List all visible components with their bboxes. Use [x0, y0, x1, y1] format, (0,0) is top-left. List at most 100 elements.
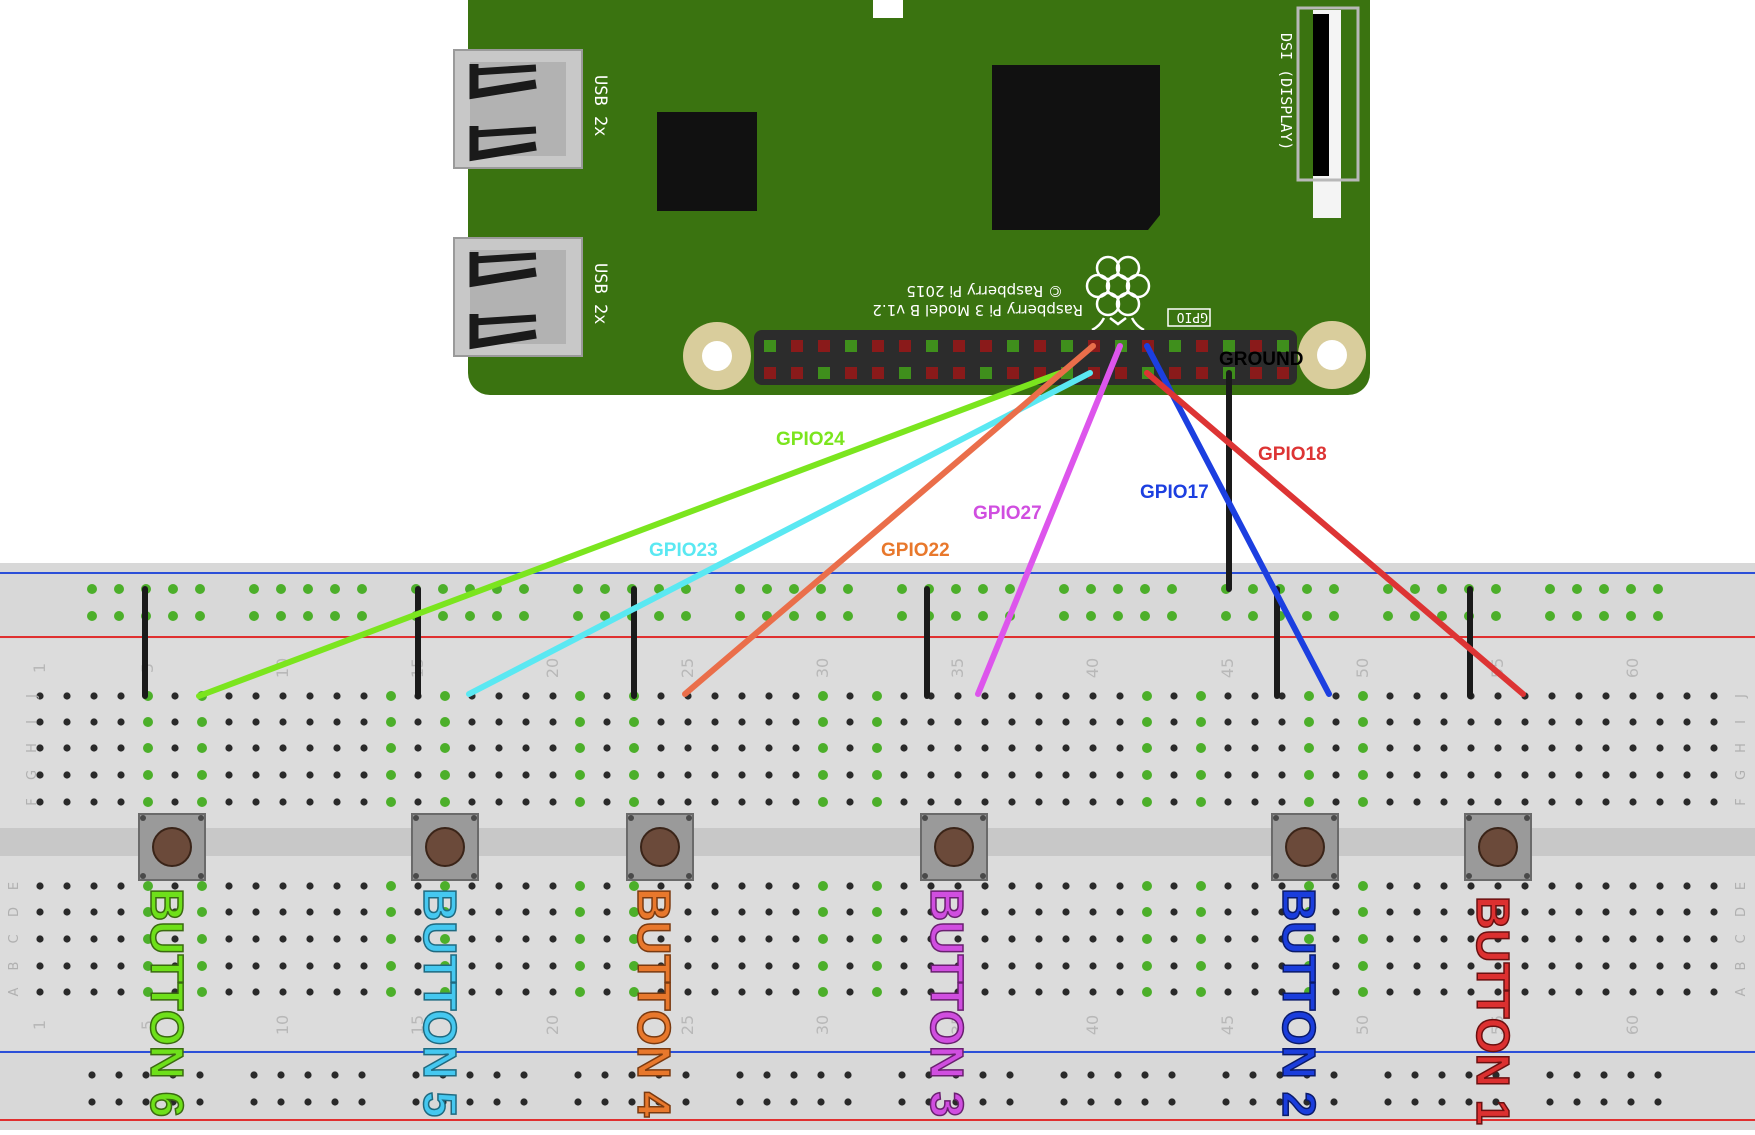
breadboard-hole	[252, 962, 260, 970]
breadboard-hole	[279, 988, 287, 996]
breadboard-hole	[1521, 798, 1529, 806]
rail-hole	[276, 611, 286, 621]
breadboard-hole	[279, 962, 287, 970]
rail-hole	[358, 1098, 366, 1106]
breadboard-hole	[1656, 882, 1664, 890]
breadboard-hole	[360, 718, 368, 726]
rail-hole	[1438, 1071, 1446, 1079]
breadboard-hole	[90, 798, 98, 806]
breadboard-hole	[1224, 744, 1232, 752]
breadboard-hole	[1251, 692, 1259, 700]
breadboard-hole	[522, 908, 530, 916]
rail-hole	[762, 584, 772, 594]
breadboard-hole	[1413, 744, 1421, 752]
breadboard-hole	[684, 962, 692, 970]
breadboard-hole	[1251, 908, 1259, 916]
breadboard-hole	[1035, 771, 1043, 779]
breadboard-hole	[1683, 882, 1691, 890]
breadboard-hole	[522, 962, 530, 970]
rail-hole	[789, 584, 799, 594]
rail-hole	[169, 1098, 177, 1106]
breadboard-hole	[1278, 962, 1286, 970]
breadboard-hole	[1467, 935, 1475, 943]
push-button[interactable]	[626, 813, 694, 881]
gpio-label: GPIO	[1177, 309, 1208, 324]
rail-hole	[1573, 1071, 1581, 1079]
breadboard-hole	[414, 771, 422, 779]
push-button[interactable]	[920, 813, 988, 881]
breadboard-hole	[143, 934, 153, 944]
breadboard-hole	[765, 718, 773, 726]
breadboard-hole	[1710, 771, 1718, 779]
push-button[interactable]	[1271, 813, 1339, 881]
gpio-pin	[791, 340, 803, 352]
rail-hole	[1410, 584, 1420, 594]
row-letter: H	[25, 743, 40, 753]
breadboard-hole	[900, 692, 908, 700]
breadboard-hole	[522, 935, 530, 943]
label-gpio27: GPIO27	[973, 503, 1042, 524]
push-button-corner	[140, 815, 146, 821]
breadboard-hole	[575, 797, 585, 807]
rail-hole	[493, 1098, 501, 1106]
breadboard-hole	[603, 771, 611, 779]
breadboard-hole	[143, 961, 153, 971]
breadboard-hole	[1224, 771, 1232, 779]
breadboard-hole	[171, 935, 179, 943]
mounting-hole-right	[1298, 321, 1366, 389]
gpio-pin	[980, 340, 992, 352]
breadboard-hole	[927, 962, 935, 970]
breadboard-hole	[1467, 744, 1475, 752]
breadboard-hole	[1494, 771, 1502, 779]
push-button[interactable]	[138, 813, 206, 881]
rail-hole	[979, 1098, 987, 1106]
rail-hole	[303, 584, 313, 594]
breadboard-hole	[1170, 935, 1178, 943]
rail-hole	[249, 611, 259, 621]
rail-hole	[465, 611, 475, 621]
breadboard-hole	[629, 743, 639, 753]
breadboard-hole	[1548, 908, 1556, 916]
breadboard-hole	[603, 908, 611, 916]
breadboard-hole	[440, 961, 450, 971]
breadboard-hole	[846, 882, 854, 890]
breadboard-hole	[1089, 882, 1097, 890]
breadboard-hole	[1683, 935, 1691, 943]
breadboard-hole	[1521, 718, 1529, 726]
breadboard-hole	[143, 881, 153, 891]
rail-hole	[438, 611, 448, 621]
breadboard-hole	[1224, 988, 1232, 996]
breadboard-hole	[765, 988, 773, 996]
breadboard-hole	[1089, 988, 1097, 996]
breadboard-hole	[1304, 961, 1314, 971]
push-button-cap	[934, 827, 974, 867]
rail-hole	[1006, 1098, 1014, 1106]
rail-hole	[1654, 1098, 1662, 1106]
soc-chip	[992, 65, 1160, 230]
breadboard-hole	[468, 935, 476, 943]
breadboard-hole	[90, 962, 98, 970]
rail-hole	[978, 611, 988, 621]
breadboard-hole	[872, 987, 882, 997]
push-buttons	[138, 813, 1532, 881]
breadboard-hole	[818, 743, 828, 753]
breadboard-hole	[927, 935, 935, 943]
rail-hole	[1140, 584, 1150, 594]
rail-hole	[196, 1071, 204, 1079]
raspberry-logo	[1085, 255, 1151, 332]
push-button-corner	[922, 873, 928, 879]
breadboard-hole	[1008, 798, 1016, 806]
breadboard-hole	[1332, 744, 1340, 752]
row-letter: A	[7, 987, 22, 996]
breadboard-hole	[1683, 692, 1691, 700]
push-button[interactable]	[411, 813, 479, 881]
rail-hole	[88, 1071, 96, 1079]
breadboard-hole	[1170, 798, 1178, 806]
breadboard-hole	[1494, 908, 1502, 916]
breadboard-hole	[1062, 935, 1070, 943]
gpio-pin	[1250, 340, 1262, 352]
wire-gpio18	[1144, 370, 1526, 697]
push-button[interactable]	[1464, 813, 1532, 881]
breadboard-hole	[1386, 718, 1394, 726]
breadboard-holes	[36, 584, 1718, 1106]
